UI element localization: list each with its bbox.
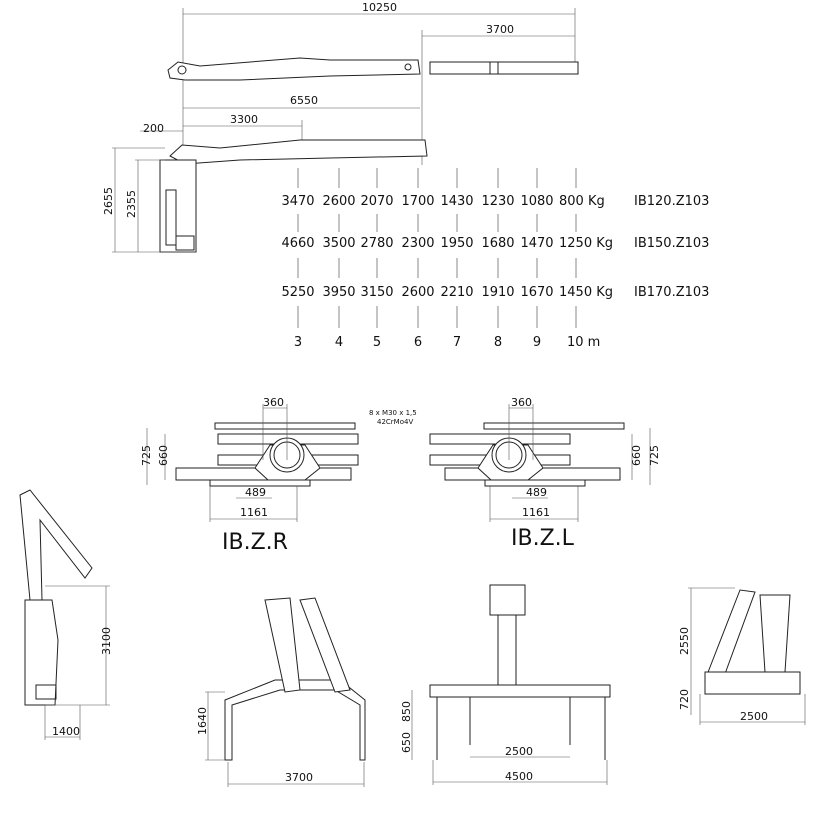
fr-dim-base: 720 <box>678 689 691 710</box>
distance-label: 8 <box>494 335 502 350</box>
load-value: 1910 <box>481 285 514 300</box>
load-value: 1450 Kg <box>559 285 613 300</box>
rear-view: 850 650 2500 4500 <box>400 584 611 785</box>
load-value: 2780 <box>360 236 393 251</box>
model-label: IB150.Z103 <box>634 236 709 251</box>
load-value: 3950 <box>322 285 355 300</box>
rear-dim-outer-span: 4500 <box>505 770 533 783</box>
front-dim-leg-height: 1640 <box>196 707 209 735</box>
load-value: 1700 <box>401 194 434 209</box>
right-dim-489: 489 <box>245 486 266 499</box>
load-value: 4660 <box>281 236 314 251</box>
fr-dim-width: 2500 <box>740 710 768 723</box>
left-dim-725: 725 <box>648 445 661 466</box>
load-value: 800 Kg <box>559 194 605 209</box>
right-dim-1161: 1161 <box>240 506 268 519</box>
rear-dim-lower: 650 <box>400 732 413 753</box>
dim-height-total: 2655 <box>102 187 115 215</box>
model-label: IB170.Z103 <box>634 285 709 300</box>
rear-dim-upper: 850 <box>400 701 413 722</box>
side-dim-height: 3100 <box>100 627 113 655</box>
mounting-right: 360 725 660 489 1161 IB.Z.R <box>140 396 359 555</box>
dim-offset: 200 <box>143 122 164 135</box>
front-dim-span: 3700 <box>285 771 313 784</box>
distance-label: 6 <box>414 335 422 350</box>
bolt-material: 42CrMo4V <box>377 418 413 426</box>
side-dim-width: 1400 <box>52 725 80 738</box>
left-dim-660: 660 <box>630 445 643 466</box>
dim-total-reach: 10250 <box>362 1 397 14</box>
boom-outline <box>167 57 421 81</box>
left-dim-360: 360 <box>511 396 532 409</box>
distance-label: 5 <box>373 335 381 350</box>
distance-label: 3 <box>294 335 302 350</box>
distance-label: 9 <box>533 335 541 350</box>
boom-extension <box>429 61 579 75</box>
load-value: 1670 <box>520 285 553 300</box>
load-value: 1250 Kg <box>559 236 613 251</box>
dim-extension: 3700 <box>486 23 514 36</box>
distance-label: 4 <box>335 335 343 350</box>
load-value: 2600 <box>322 194 355 209</box>
left-dim-1161: 1161 <box>522 506 550 519</box>
fr-dim-height: 2550 <box>678 627 691 655</box>
bolt-spec: 8 x M30 x 1,5 <box>369 409 417 417</box>
load-value: 1230 <box>481 194 514 209</box>
load-value: 2600 <box>401 285 434 300</box>
load-value: 3500 <box>322 236 355 251</box>
load-value: 3470 <box>281 194 314 209</box>
right-mount-label: IB.Z.R <box>222 530 288 555</box>
right-dim-360: 360 <box>263 396 284 409</box>
left-mount-label: IB.Z.L <box>511 526 575 551</box>
distance-label: 7 <box>453 335 461 350</box>
distance-label: 10 m <box>567 335 600 350</box>
load-value: 2300 <box>401 236 434 251</box>
load-value: 1080 <box>520 194 553 209</box>
load-value: 2070 <box>360 194 393 209</box>
retracted-boom-view: 6550 200 3300 2655 2355 <box>102 94 428 253</box>
load-table: 3 4 5 6 7 8 9 10 m 3470 2600 2070 1700 1430 1230 1080 8… <box>281 168 709 350</box>
dim-main-reach: 6550 <box>290 94 318 107</box>
rear-dim-inner-span: 2500 <box>505 745 533 758</box>
load-value: 2210 <box>440 285 473 300</box>
mounting-left: 360 660 725 489 1161 IB.Z.L <box>429 396 661 551</box>
load-value: 1680 <box>481 236 514 251</box>
right-dim-725: 725 <box>140 445 153 466</box>
front-stabilizer-view: 1640 3700 <box>196 597 366 787</box>
dim-height-base: 2355 <box>125 190 138 218</box>
crane-column <box>159 159 197 253</box>
load-value: 1950 <box>440 236 473 251</box>
right-dim-660: 660 <box>157 445 170 466</box>
dim-inner-boom: 3300 <box>230 113 258 126</box>
front-right-view: 2550 720 2500 <box>678 587 806 725</box>
model-label: IB120.Z103 <box>634 194 709 209</box>
left-dim-489: 489 <box>526 486 547 499</box>
side-folded-view: 3100 1400 <box>19 489 113 740</box>
extended-boom-view: 10250 3700 <box>167 1 579 165</box>
load-value: 1470 <box>520 236 553 251</box>
load-value: 1430 <box>440 194 473 209</box>
load-value: 3150 <box>360 285 393 300</box>
load-value: 5250 <box>281 285 314 300</box>
